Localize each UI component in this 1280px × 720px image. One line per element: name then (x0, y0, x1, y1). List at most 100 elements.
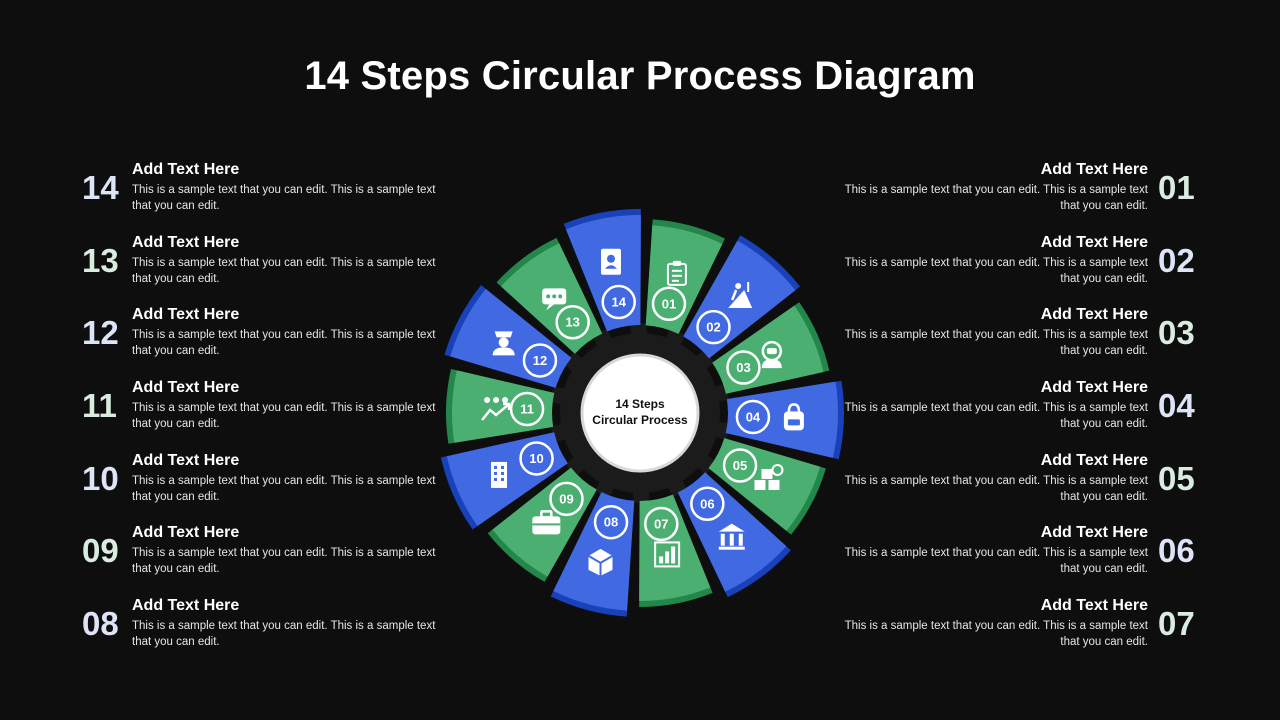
page-title: 14 Steps Circular Process Diagram (304, 54, 976, 98)
step-number: 06 (1158, 532, 1195, 569)
step-heading: Add Text Here (1040, 597, 1148, 614)
badge-circle (601, 284, 636, 320)
badge-circle (593, 504, 629, 540)
gear-tooth (630, 322, 647, 340)
badge-label: 13 (565, 315, 579, 330)
bank-icon (718, 523, 745, 550)
clipboard-icon (666, 260, 687, 286)
step-text-block: Add Text Here This is a sample text that… (828, 452, 1148, 505)
step-badge-07: 07 (644, 506, 679, 542)
badge-circle (722, 448, 758, 483)
step-description: This is a sample text that you can edit.… (844, 329, 1148, 357)
step-badge-13: 13 (555, 304, 590, 340)
badge-circle (696, 309, 731, 345)
badge-label: 05 (733, 458, 747, 473)
step-number: 14 (82, 169, 119, 206)
step-description: This is a sample text that you can edit.… (132, 475, 436, 503)
step-number: 02 (1158, 242, 1195, 279)
step-heading: Add Text Here (1040, 524, 1148, 541)
gear-tooth (551, 423, 570, 442)
step-heading: Add Text Here (132, 379, 240, 396)
step-badge-01: 01 (651, 286, 687, 322)
badge-label: 12 (533, 353, 547, 368)
badge-circle (651, 286, 687, 322)
building-icon (491, 461, 508, 488)
badge-circle (690, 486, 725, 522)
step-number: 07 (1158, 605, 1195, 642)
badge-label: 01 (662, 296, 676, 311)
badge-circle (519, 441, 554, 476)
gear-tooth (710, 384, 729, 403)
gear-tooth (664, 328, 685, 349)
bar-chart-icon (654, 541, 681, 568)
badge-circle (549, 481, 584, 517)
step-text-block: Add Text Here This is a sample text that… (132, 597, 452, 650)
step-badge-05: 05 (722, 448, 758, 483)
step-heading: Add Text Here (132, 306, 240, 323)
step-number: 11 (82, 387, 117, 424)
step-text-block: Add Text Here This is a sample text that… (828, 306, 1148, 359)
step-text-block: Add Text Here This is a sample text that… (132, 379, 452, 432)
step-badge-02: 02 (696, 309, 731, 345)
step-text-block: Add Text Here This is a sample text that… (828, 379, 1148, 432)
step-heading: Add Text Here (132, 234, 240, 251)
step-text-block: Add Text Here This is a sample text that… (132, 452, 452, 505)
astronaut-icon (761, 340, 783, 369)
step-number: 05 (1158, 460, 1195, 497)
step-text-block: Add Text Here This is a sample text that… (132, 161, 452, 214)
step-number: 10 (82, 460, 119, 497)
badge-label: 10 (529, 451, 543, 466)
step-description: This is a sample text that you can edit.… (132, 257, 436, 285)
chat-icon (542, 288, 567, 311)
step-badge-03: 03 (726, 350, 761, 385)
step-badges: 01 02 03 04 05 06 07 08 09 10 11 12 13 14 (509, 284, 771, 542)
step-badge-06: 06 (690, 486, 725, 522)
badge-circle (509, 391, 545, 427)
center-circle (580, 353, 700, 473)
step-description: This is a sample text that you can edit.… (844, 475, 1148, 503)
badge-label: 11 (520, 402, 534, 417)
step-badge-04: 04 (735, 399, 771, 435)
step-description: This is a sample text that you can edit.… (844, 547, 1148, 575)
step-heading: Add Text Here (1040, 234, 1148, 251)
step-heading: Add Text Here (132, 161, 240, 178)
step-heading: Add Text Here (1040, 452, 1148, 469)
step-text-block: Add Text Here This is a sample text that… (828, 597, 1148, 650)
team-growth-icon (481, 396, 511, 421)
step-number: 13 (82, 242, 119, 279)
badge-circle (735, 399, 771, 435)
step-badge-14: 14 (601, 284, 636, 320)
badge-label: 14 (611, 295, 626, 310)
step-description: This is a sample text that you can edit.… (132, 184, 436, 212)
gear-tooth (550, 387, 569, 405)
step-description: This is a sample text that you can edit.… (844, 257, 1148, 285)
step-badge-10: 10 (519, 441, 554, 476)
step-number: 09 (82, 532, 119, 569)
step-number: 12 (82, 314, 119, 351)
step-description: This is a sample text that you can edit.… (132, 547, 436, 575)
step-text-block: Add Text Here This is a sample text that… (828, 524, 1148, 577)
badge-label: 08 (604, 515, 618, 530)
step-number: 08 (82, 605, 119, 642)
step-text-block: Add Text Here This is a sample text that… (132, 234, 452, 287)
step-heading: Add Text Here (1040, 161, 1148, 178)
badge-circle (644, 506, 679, 542)
step-heading: Add Text Here (1040, 379, 1148, 396)
step-description: This is a sample text that you can edit.… (132, 620, 436, 648)
badge-label: 03 (736, 360, 750, 375)
badge-label: 07 (654, 516, 668, 531)
badge-circle (555, 304, 590, 340)
step-heading: Add Text Here (132, 524, 240, 541)
step-description: This is a sample text that you can edit.… (844, 620, 1148, 648)
badge-circle (522, 343, 558, 378)
step-heading: Add Text Here (1040, 306, 1148, 323)
step-heading: Add Text Here (132, 452, 240, 469)
step-badge-09: 09 (549, 481, 584, 517)
boxes-icon (754, 463, 784, 490)
step-description: This is a sample text that you can edit.… (844, 184, 1148, 212)
step-text-block: Add Text Here This is a sample text that… (828, 234, 1148, 287)
badge-circle (726, 350, 761, 385)
officer-icon (492, 331, 515, 356)
gear-tooth (711, 421, 730, 439)
step-number: 01 (1158, 169, 1195, 206)
